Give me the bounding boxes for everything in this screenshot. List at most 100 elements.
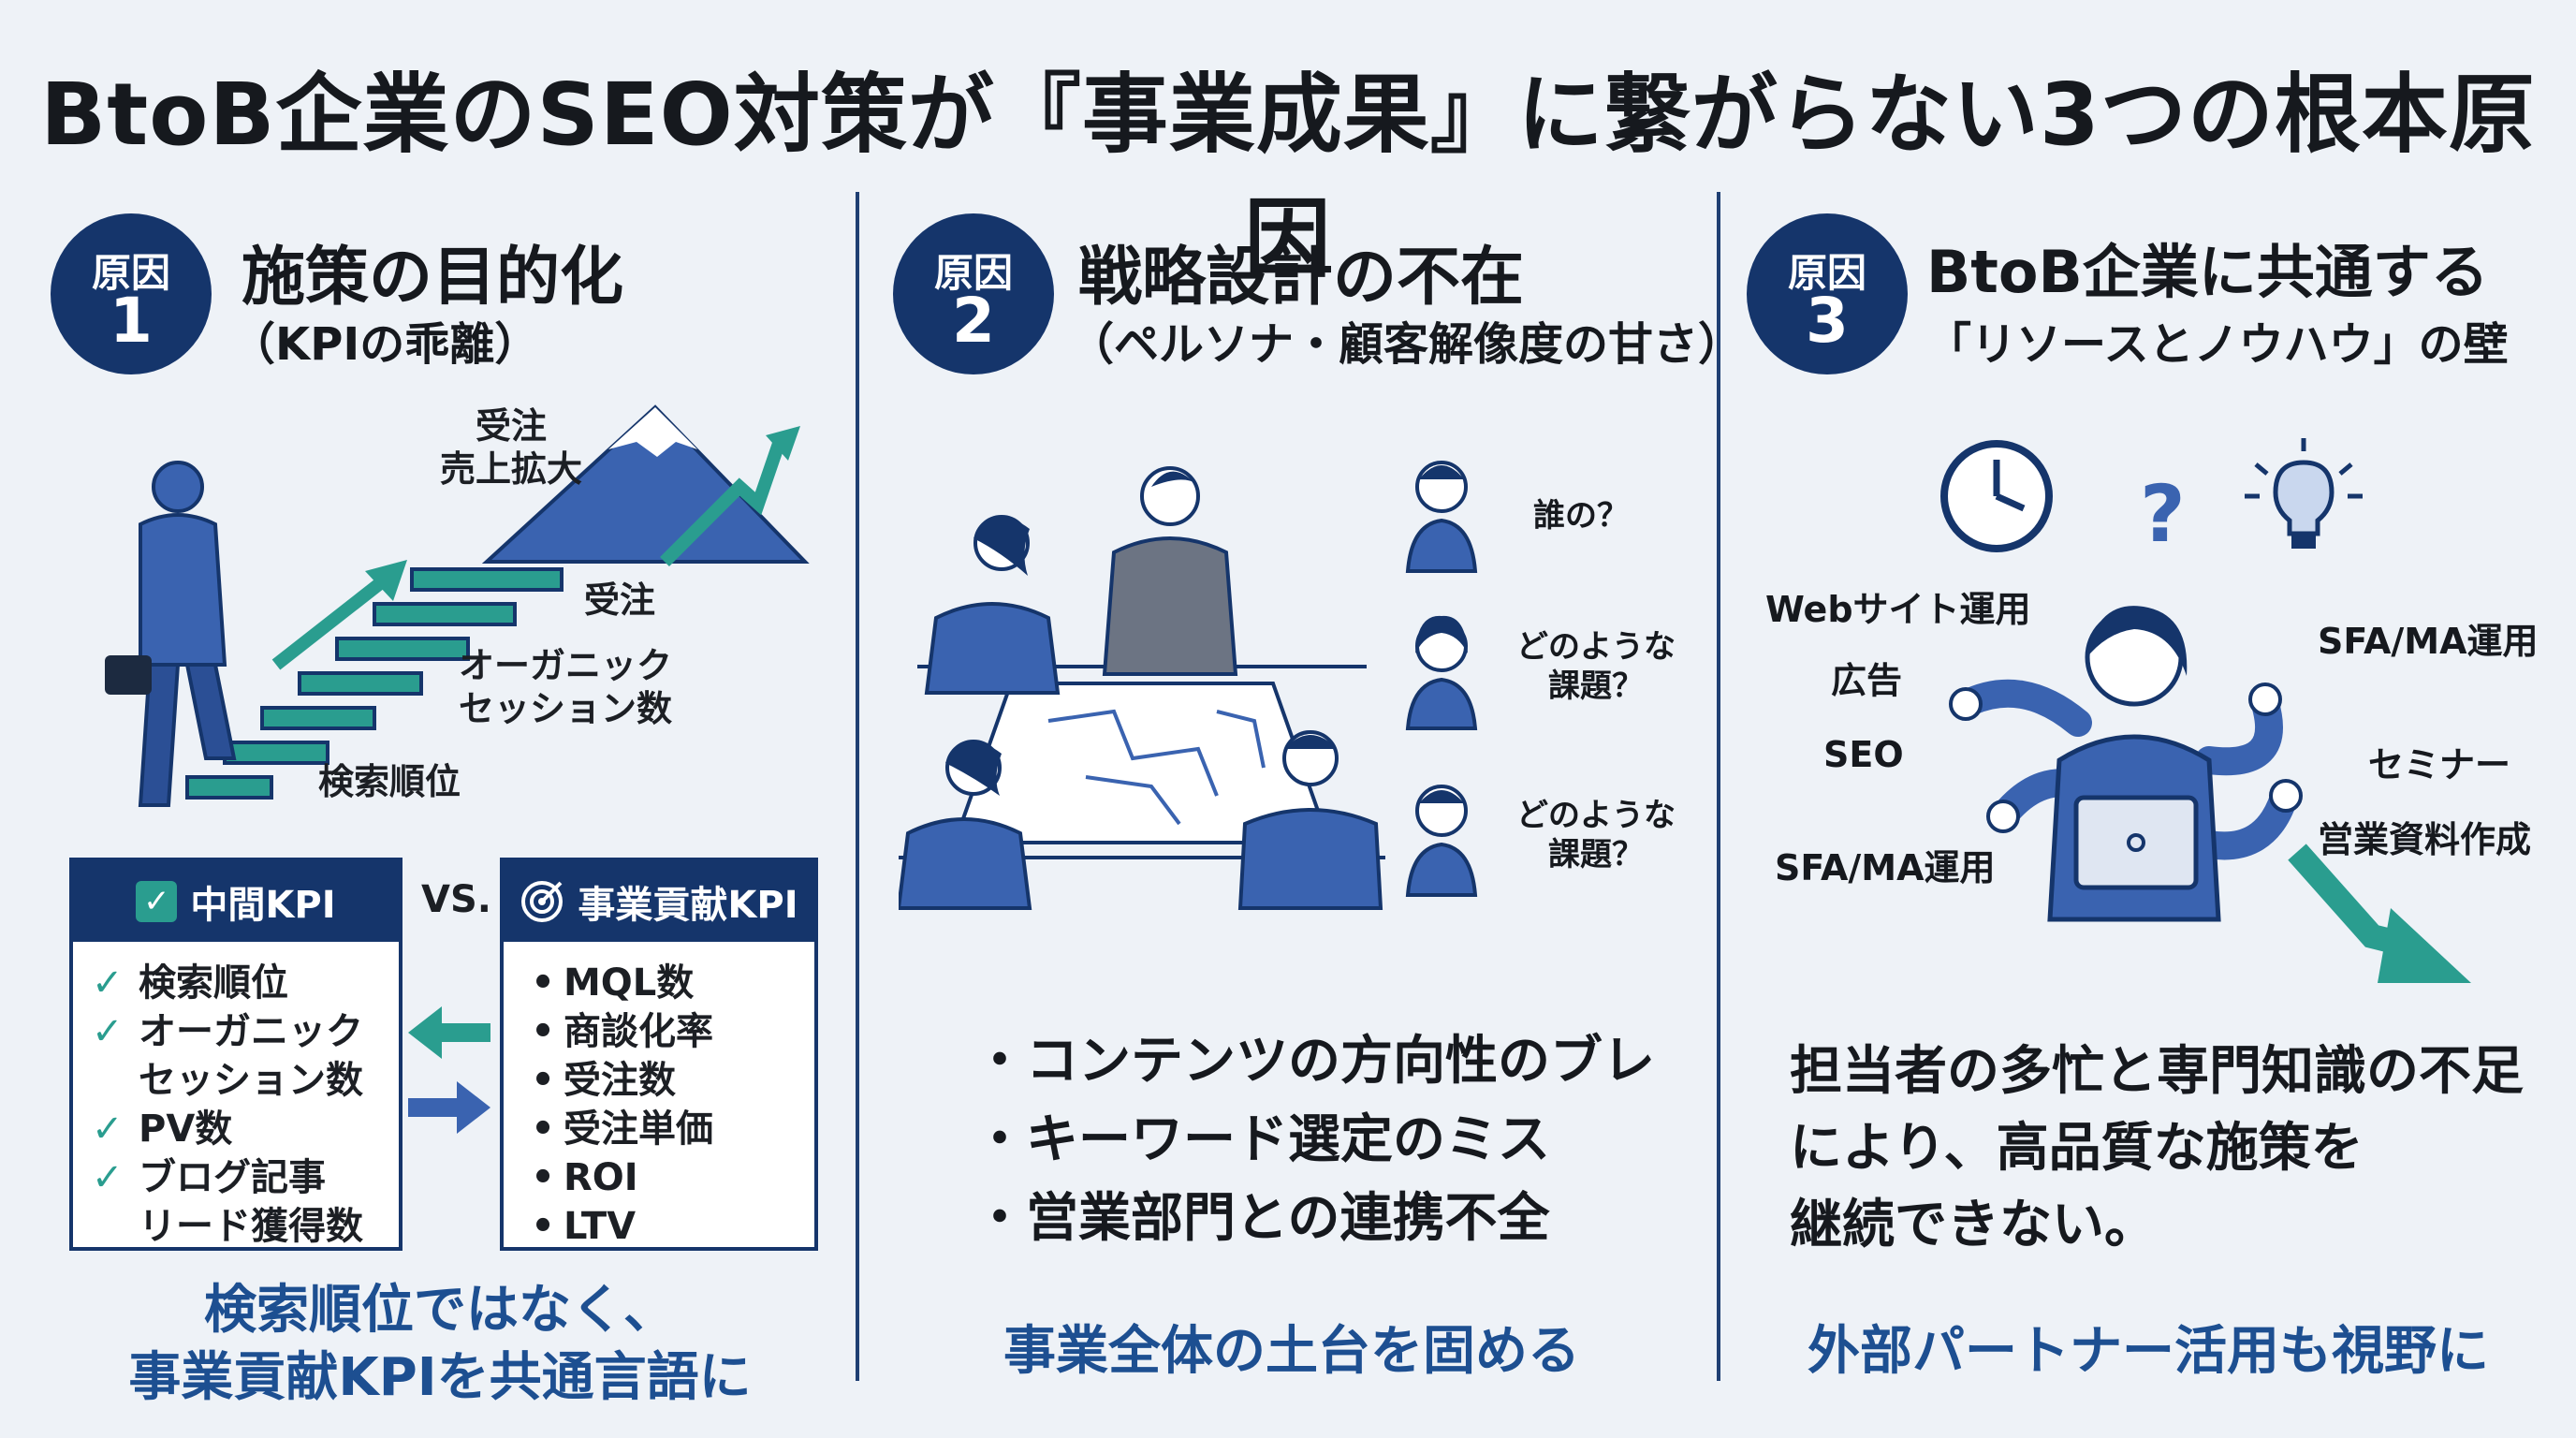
growth-arrow-icon	[660, 433, 788, 566]
cause-3-conclusion: 外部パートナー活用も視野に	[1808, 1321, 2489, 1382]
task-label-website: Webサイト運用	[1765, 589, 2031, 630]
bullet-icon: •	[531, 1205, 555, 1248]
stair-label-top: 受注 売上拡大	[440, 405, 583, 490]
badge-number: 1	[110, 285, 153, 357]
cause-2-conclusion: 事業全体の土台を固める	[1003, 1321, 1580, 1382]
cause-badge-2: 原因 2	[893, 213, 1054, 374]
kpi-item-label: 検索順位	[139, 961, 288, 1005]
kpi-item-label: MQL数	[564, 961, 695, 1005]
target-icon	[521, 881, 564, 922]
stair-label-sessions: オーガニック セッション数	[459, 645, 673, 729]
kpi-list-item: ✓ 検索順位	[92, 959, 399, 1007]
badge-label: 原因	[1787, 250, 1866, 296]
mountain-icon	[481, 404, 810, 564]
cause-badge-1: 原因 1	[51, 213, 212, 374]
task-label-sfa-left: SFA/MA運用	[1775, 847, 1996, 888]
business-kpi-title: 事業貢献KPI	[578, 884, 798, 927]
column-divider-2	[1717, 192, 1720, 1381]
middle-kpi-list: ✓ 検索順位 ✓ オーガニック セッション数 ✓ PV数 ✓ ブログ記事 リード獲得数	[73, 942, 399, 1251]
kpi-list-item: •受注数	[522, 1056, 814, 1105]
lightbulb-icon	[2245, 438, 2363, 549]
business-kpi-list: •MQL数•商談化率•受注数•受注単価•ROI•LTV	[504, 942, 814, 1251]
persona-question-2: どのような 課題？	[1516, 628, 1676, 705]
man-front-icon	[1237, 730, 1383, 910]
check-icon: ✓	[92, 961, 124, 1005]
kpi-item-label: ブログ記事 リード獲得数	[139, 1156, 363, 1248]
kpi-list-item: •受注単価	[522, 1105, 814, 1153]
kpi-item-label: オーガニック セッション数	[139, 1010, 363, 1102]
bullet-icon: •	[531, 1108, 555, 1151]
persona-icon-2	[1405, 615, 1478, 730]
middle-kpi-card: ✓ 中間KPI ✓ 検索順位 ✓ オーガニック セッション数 ✓ PV数 ✓ ブログ記事 リー…	[69, 858, 402, 1251]
kpi-item-label: 商談化率	[564, 1010, 713, 1053]
bullet-icon: •	[531, 961, 555, 1005]
busy-person-illustration	[1949, 606, 2303, 922]
bullet-item: ・営業部門との連携不全	[973, 1188, 1550, 1249]
badge-number: 2	[952, 285, 995, 357]
column-divider-1	[856, 192, 859, 1381]
cause-2-subheading: （ペルソナ・顧客解像度の甘さ）	[1069, 318, 1744, 371]
cause-1-subheading: （KPIの乖離）	[230, 318, 540, 371]
woman-left-icon	[924, 515, 1061, 695]
bullet-item: ・キーワード選定のミス	[973, 1109, 1550, 1170]
middle-kpi-header: ✓ 中間KPI	[73, 861, 399, 942]
check-icon: ✓	[92, 1156, 124, 1199]
exchange-arrows-icon	[408, 1006, 490, 1134]
business-kpi-header: 事業貢献KPI	[504, 861, 814, 942]
page-title: BtoB企業のSEO対策が『事業成果』に繋がらない3つの根本原因	[40, 65, 2536, 289]
kpi-list-item: ✓ オーガニック セッション数	[92, 1007, 399, 1105]
check-icon: ✓	[92, 1010, 124, 1053]
clock-icon	[1940, 440, 2053, 552]
bullet-item: ・コンテンツの方向性のブレ	[973, 1031, 1655, 1092]
persona-question-1: 誰の？	[1533, 497, 1629, 535]
businessman-icon	[105, 461, 237, 807]
staircase-illustration	[105, 404, 810, 807]
stair-label-rank: 検索順位	[318, 761, 461, 802]
kpi-item-label: ROI	[564, 1156, 638, 1199]
stair-label-order: 受注	[584, 580, 656, 621]
persona-icon-1	[1405, 461, 1478, 573]
cause-3-description: 担当者の多忙と専門知識の不足 により、高品質な施策を 継続できない。	[1790, 1041, 2524, 1255]
strategy-meeting-illustration	[899, 466, 1385, 910]
kpi-item-label: LTV	[564, 1205, 637, 1248]
middle-kpi-title: 中間KPI	[190, 884, 336, 927]
kpi-list-item: ✓ ブログ記事 リード獲得数	[92, 1153, 399, 1251]
stairs-icon	[185, 567, 564, 800]
task-label-seminar: セミナー	[2368, 744, 2511, 785]
cause-1-conclusion: 検索順位ではなく、 事業貢献KPIを共通言語に	[128, 1280, 752, 1408]
rising-arrow-icon	[271, 575, 388, 670]
kpi-list-item: •LTV	[522, 1202, 814, 1251]
check-icon: ✓	[92, 1108, 124, 1151]
cause-3-heading: BtoB企業に共通する	[1926, 238, 2489, 306]
cause-1-heading: 施策の目的化	[242, 241, 624, 315]
checkbox-icon: ✓	[136, 881, 178, 922]
badge-number: 3	[1806, 285, 1849, 357]
badge-label: 原因	[91, 250, 170, 296]
kpi-list-item: •商談化率	[522, 1007, 814, 1056]
kpi-list-item: •MQL数	[522, 959, 814, 1007]
kpi-list-item: •ROI	[522, 1153, 814, 1202]
woman-front-icon	[899, 740, 1032, 910]
man-standing-icon	[1102, 466, 1238, 676]
bullet-icon: •	[531, 1156, 555, 1199]
bullet-icon: •	[531, 1010, 555, 1053]
kpi-list-item: ✓ PV数	[92, 1105, 399, 1153]
badge-label: 原因	[933, 250, 1013, 296]
declining-arrow-icon	[2288, 844, 2471, 983]
task-label-ads: 広告	[1831, 660, 1903, 701]
task-label-sales-material: 営業資料作成	[2318, 819, 2532, 860]
question-mark-icon: ?	[2140, 468, 2186, 560]
bullet-icon: •	[531, 1059, 555, 1102]
task-label-seo: SEO	[1823, 734, 1904, 775]
cause-2-heading: 戦略設計の不在	[1078, 241, 1525, 315]
cause-badge-3: 原因 3	[1747, 213, 1908, 374]
kpi-item-label: 受注単価	[564, 1108, 713, 1151]
cause-2-bullet-list: ・コンテンツの方向性のブレ・キーワード選定のミス・営業部門との連携不全	[973, 1022, 1655, 1258]
kpi-item-label: PV数	[139, 1108, 233, 1151]
task-label-sfa-right: SFA/MA運用	[2318, 621, 2539, 662]
cause-3-subheading: 「リソースとノウハウ」の壁	[1926, 318, 2509, 371]
persona-question-3: どのような 課題？	[1516, 797, 1676, 873]
vs-label: VS.	[421, 878, 491, 921]
persona-icon-3	[1405, 785, 1478, 897]
kpi-item-label: 受注数	[564, 1059, 676, 1102]
